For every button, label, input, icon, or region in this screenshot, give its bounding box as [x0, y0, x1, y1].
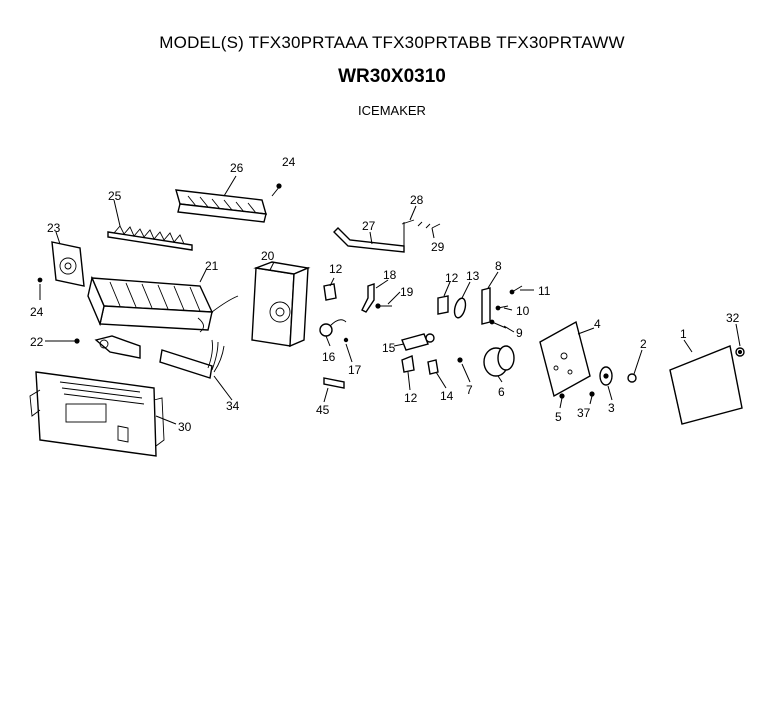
part-15-water-valve-pin	[401, 333, 435, 351]
part-8-contact	[481, 287, 491, 325]
callout-19: 19	[400, 285, 414, 299]
callout-21: 21	[205, 259, 219, 273]
callout-3: 3	[608, 401, 615, 415]
callout-7: 7	[466, 383, 473, 397]
part-28-29-spring	[401, 219, 441, 229]
part-number: WR30X0310	[338, 66, 446, 87]
part-14-clip	[427, 359, 439, 375]
callout-27: 27	[362, 219, 376, 233]
part-10-screw	[495, 305, 509, 311]
part-6-motor	[483, 345, 515, 377]
callout-12-b: 12	[445, 271, 459, 285]
leader-lines	[39, 175, 741, 425]
callout-26: 26	[230, 161, 244, 175]
part-11-screw	[509, 285, 523, 295]
part-12-switch-a	[323, 283, 337, 301]
callout-24-top: 24	[282, 155, 296, 169]
part-4-mounting-plate	[539, 320, 591, 398]
callout-labels: 26 24 25 23 21 24 22 20 27 28 29 12 18 1…	[30, 155, 740, 434]
part-12-switch-b	[437, 295, 449, 315]
part-24-screw-top	[271, 183, 282, 197]
callout-9: 9	[516, 326, 523, 340]
callout-34: 34	[226, 399, 240, 413]
part-19-screw	[375, 303, 392, 309]
part-20-housing	[251, 261, 311, 348]
part-5-screw	[559, 393, 565, 399]
part-9-screw	[489, 319, 507, 329]
callout-17: 17	[348, 363, 362, 377]
callout-13: 13	[466, 269, 480, 283]
part-27-shutoff-arm	[333, 222, 405, 253]
part-fill-cup	[94, 335, 141, 359]
part-24-screw-left	[37, 277, 43, 283]
part-12-switch-c	[401, 355, 415, 373]
callout-37: 37	[577, 406, 591, 420]
part-22-screw	[64, 338, 80, 344]
callout-15: 15	[382, 341, 396, 355]
callout-24-left: 24	[30, 305, 44, 319]
part-13-spring	[453, 297, 467, 319]
part-23-bracket	[51, 241, 85, 287]
callout-25: 25	[108, 189, 122, 203]
part-1-cover	[669, 345, 743, 425]
part-37-screw	[589, 391, 595, 397]
part-26-stripper	[175, 189, 267, 223]
callout-10: 10	[516, 304, 530, 318]
callout-14: 14	[440, 389, 454, 403]
callout-12-c: 12	[404, 391, 418, 405]
callout-16: 16	[322, 350, 336, 364]
callout-45: 45	[316, 403, 330, 417]
callout-22: 22	[30, 335, 44, 349]
part-25-ejector	[107, 225, 193, 251]
callout-28: 28	[410, 193, 424, 207]
callout-4: 4	[594, 317, 601, 331]
callout-29: 29	[431, 240, 445, 254]
part-45-shaft	[323, 377, 345, 389]
callout-30: 30	[178, 420, 192, 434]
part-21-ice-mold	[87, 275, 239, 333]
callout-32: 32	[726, 311, 740, 325]
callout-6: 6	[498, 385, 505, 399]
callout-23: 23	[47, 221, 61, 235]
model-numbers: MODEL(S) TFX30PRTAAA TFX30PRTABB TFX30PR…	[159, 33, 625, 52]
callout-1: 1	[680, 327, 687, 341]
part-16-thermostat	[319, 319, 347, 337]
callout-11: 11	[538, 284, 551, 298]
callout-2: 2	[640, 337, 647, 351]
part-17-clip	[343, 337, 349, 343]
part-30-support	[29, 371, 165, 457]
section-title: ICEMAKER	[358, 103, 426, 118]
part-7-screw	[457, 357, 463, 363]
callout-18: 18	[383, 268, 397, 282]
part-2-cam	[627, 373, 637, 383]
callout-12-a: 12	[329, 262, 343, 276]
callout-5: 5	[555, 410, 562, 424]
part-32-nut	[735, 347, 745, 357]
part-34-harness	[159, 339, 225, 379]
callout-8: 8	[495, 259, 502, 273]
callout-20: 20	[261, 249, 275, 263]
part-3-gear	[599, 366, 613, 386]
part-18-lever	[361, 283, 375, 313]
